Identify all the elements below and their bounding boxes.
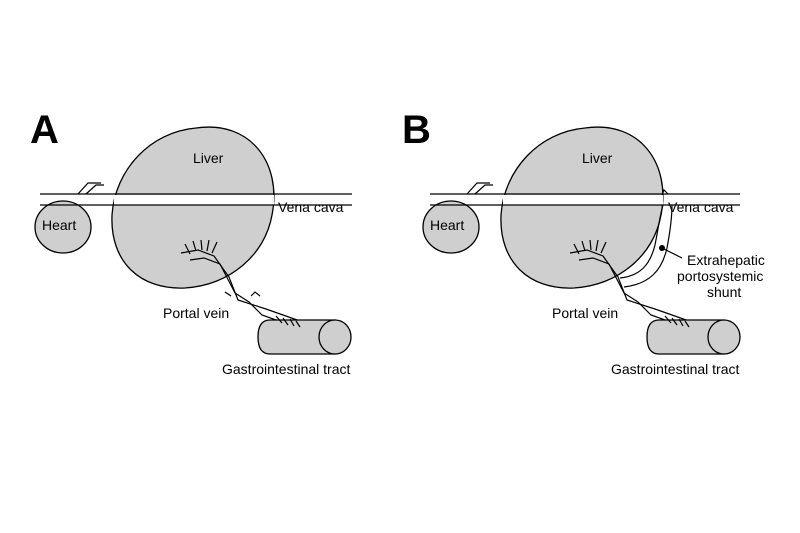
- panel-a-letter: A: [30, 108, 59, 152]
- panel-b-heart: Heart: [422, 200, 480, 254]
- panel-a: A Heart Liver Vena cava: [30, 108, 352, 377]
- panel-b-shunt-pointer-line: [661, 247, 683, 259]
- panel-b-heart-shape: [422, 200, 480, 254]
- panel-b-heart-label: Heart: [430, 217, 464, 233]
- panel-a-liver-shape: [111, 126, 275, 289]
- panel-a-gi-tract-end: [318, 319, 352, 355]
- panel-b-gi-tract-end: [707, 319, 741, 355]
- panel-a-vena-cava: Vena cava: [40, 182, 352, 215]
- panel-b-gi-tract: Gastrointestinal tract: [611, 315, 741, 377]
- panel-b-gi-tract-body: [646, 319, 725, 355]
- panel-a-liver-label: Liver: [193, 150, 224, 166]
- panel-b-gi-tract-label: Gastrointestinal tract: [611, 361, 739, 377]
- panel-b-portal-vein: Portal vein: [552, 239, 690, 326]
- panel-a-portal-vein: Portal vein: [163, 239, 301, 326]
- panel-a-heart-label: Heart: [42, 217, 76, 233]
- panel-a-liver: Liver: [111, 126, 275, 289]
- panel-a-gi-tract-body: [257, 319, 336, 355]
- panel-a-heart-shape: [34, 200, 92, 254]
- panel-a-gi-tract: Gastrointestinal tract: [222, 315, 352, 377]
- panel-b-shunt-label-1: Extrahepatic: [687, 252, 765, 268]
- panel-b-letter: B: [402, 108, 431, 152]
- panel-b-liver: Liver: [500, 126, 664, 289]
- panel-a-vena-cava-label: Vena cava: [278, 199, 344, 215]
- panel-b-vena-cava-label: Vena cava: [668, 199, 734, 215]
- panel-b-liver-shape: [500, 126, 664, 289]
- panel-b-shunt-label-3: shunt: [707, 284, 741, 300]
- panel-b-portal-vein-label: Portal vein: [552, 305, 618, 321]
- panel-a-gi-tract-label: Gastrointestinal tract: [222, 361, 350, 377]
- panel-a-portal-vein-label: Portal vein: [163, 305, 229, 321]
- panel-b-shunt-label-2: portosystemic: [677, 268, 763, 284]
- panel-b-shunt: Extrahepatic portosystemic shunt: [619, 188, 765, 300]
- panel-b-vena-cava: Vena cava: [430, 182, 740, 215]
- panel-a-heart: Heart: [34, 200, 92, 254]
- panel-b-liver-label: Liver: [582, 150, 613, 166]
- panel-b: B Heart Liver Vena cava: [402, 108, 765, 377]
